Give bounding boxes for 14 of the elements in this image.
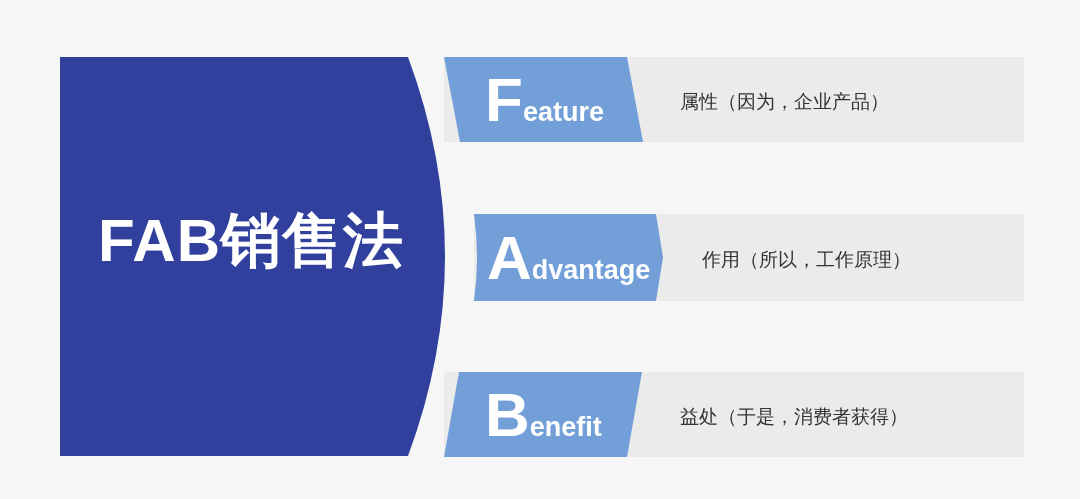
text-band <box>474 214 1024 301</box>
curved-panel <box>60 57 445 456</box>
tab-title: Feature <box>485 69 604 131</box>
banner-tab <box>474 214 663 301</box>
description-text: 属性（因为，企业产品） <box>680 90 889 113</box>
tab-title: Advantage <box>487 227 651 289</box>
banner-tab <box>444 57 643 142</box>
text-band <box>444 57 1024 142</box>
description-text: 作用（所以，工作原理） <box>702 248 911 271</box>
text-band <box>444 372 1024 457</box>
banner-tab <box>444 372 642 457</box>
tab-title: Benefit <box>485 384 602 446</box>
panel-title: FAB销售法 <box>98 211 404 271</box>
description-text: 益处（于是，消费者获得） <box>680 405 908 428</box>
